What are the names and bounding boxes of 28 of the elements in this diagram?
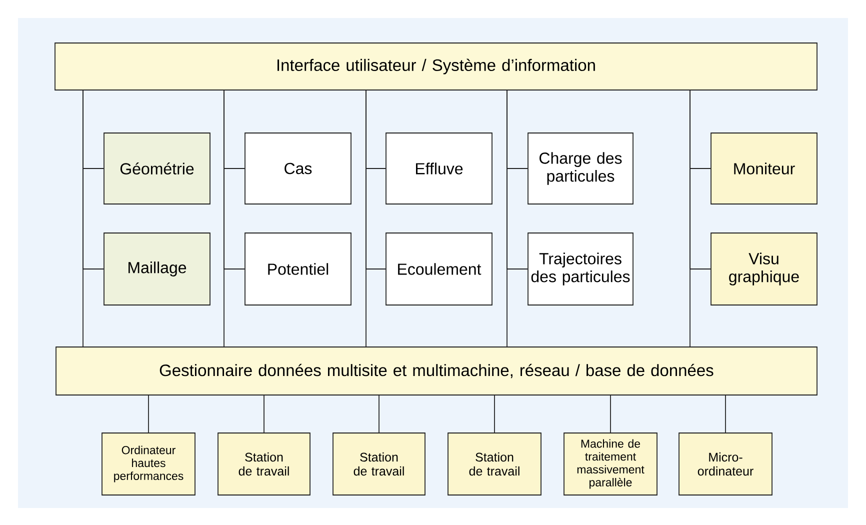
connector-line: [494, 395, 495, 433]
module-box: Effluve: [386, 132, 492, 204]
connector-line: [690, 90, 711, 270]
connector-line: [725, 395, 726, 433]
connector-line: [366, 90, 386, 270]
computer-box: Station de travail: [332, 432, 426, 496]
connector-line: [506, 90, 528, 270]
computer-box: Ordinateur hautes performances: [102, 432, 196, 496]
module-box: Maillage: [104, 232, 210, 306]
module-box: Ecoulement: [386, 232, 492, 306]
data-manager-bar: Gestionnaire données multisite et multimachine, réseau / base de données: [56, 346, 818, 396]
connector-line: [224, 90, 245, 270]
module-box: Cas: [244, 132, 352, 204]
computer-box: Micro-ordinateur: [678, 432, 772, 496]
computer-box: Station de travail: [218, 432, 310, 496]
computer-box: Station de travail: [448, 432, 542, 496]
module-box: Moniteur: [710, 132, 818, 204]
module-box: Géométrie: [104, 132, 210, 204]
connector-line: [378, 395, 380, 433]
connector-line: [82, 90, 104, 270]
connector-line: [610, 395, 611, 433]
module-box: Charge des particules: [528, 132, 634, 204]
header-bar: Interface utilisateur / Système d’information: [54, 42, 818, 90]
module-box: Visu graphique: [710, 232, 818, 306]
module-box: Trajectoires des particules: [528, 232, 634, 306]
computer-box: Machine de traitement massivement parallèle: [564, 432, 658, 496]
connector-line: [148, 395, 149, 433]
module-box: Potentiel: [244, 232, 352, 306]
